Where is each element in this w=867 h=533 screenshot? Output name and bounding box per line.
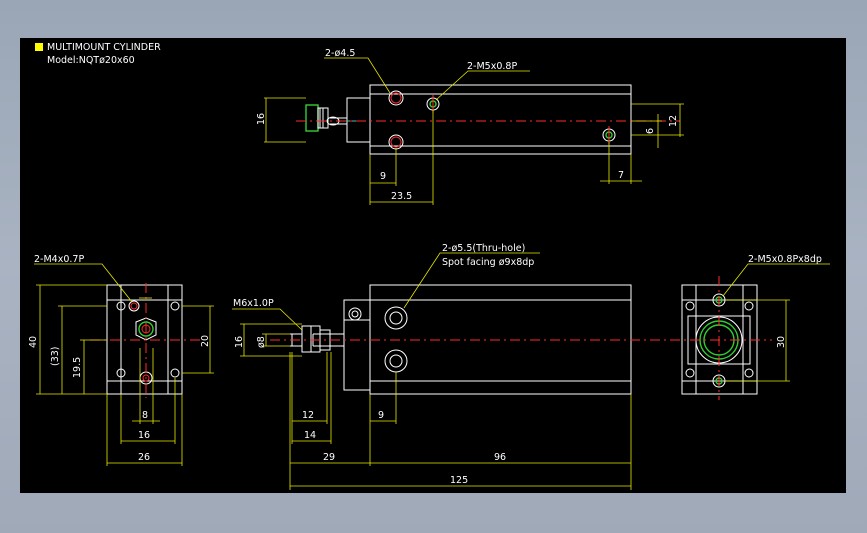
front-dim-14: 14: [304, 430, 316, 441]
top-hole-1: [388, 90, 404, 106]
title-line2: Model:NQTø20x60: [47, 55, 135, 66]
left-view-body: [106, 284, 183, 395]
top-dim-9: 9: [380, 171, 386, 182]
top-view: 2-ø4.5 2-M5x0.8P 16 12 6 7 9 23.5: [256, 48, 684, 205]
top-dim-16: 16: [256, 113, 267, 125]
title-line1: MULTIMOUNT CYLINDER: [47, 42, 161, 53]
front-dim-8: ø8: [256, 336, 267, 348]
front-view: 2-ø5.5(Thru-hole) Spot facing ø9x8dp M6x…: [232, 243, 670, 490]
left-dim-19-5: 19.5: [72, 357, 83, 378]
top-tap-callout: 2-M5x0.8P: [467, 61, 517, 72]
top-dim-6: 6: [645, 128, 656, 134]
left-dim-40: 40: [28, 336, 39, 348]
front-dim-125: 125: [450, 475, 468, 486]
front-dim-96: 96: [494, 452, 506, 463]
left-tap-1: [128, 300, 140, 312]
left-end-view: 2-M4x0.7P 40 (33) 19.5 20 8 16 26: [28, 254, 214, 466]
cad-drawing-svg: MULTIMOUNT CYLINDER Model:NQTø20x60 2-ø4…: [28, 42, 830, 490]
top-dim-7: 7: [618, 170, 624, 181]
top-view-rod-block: [346, 97, 371, 143]
cad-drawing-canvas: MULTIMOUNT CYLINDER Model:NQTø20x60 2-ø4…: [20, 38, 846, 493]
left-dim-20: 20: [200, 335, 211, 347]
front-dim-16: 16: [234, 336, 245, 348]
front-hole-1: [384, 306, 408, 330]
front-dim-12: 12: [302, 410, 314, 421]
top-dim-23-5: 23.5: [391, 191, 412, 202]
top-dim-12: 12: [668, 115, 679, 127]
top-hole-callout: 2-ø4.5: [325, 48, 355, 59]
left-dim-26: 26: [138, 452, 150, 463]
top-view-rod-end: [305, 104, 319, 132]
front-hole-callout-1: 2-ø5.5(Thru-hole): [442, 243, 525, 254]
front-hole-callout-2: Spot facing ø9x8dp: [442, 257, 534, 268]
right-tap-callout: 2-M5x0.8Px8dp: [748, 254, 822, 265]
left-dim-33: (33): [50, 346, 61, 366]
front-hole-2: [384, 349, 408, 373]
right-end-view: 2-M5x0.8Px8dp 30: [670, 254, 830, 400]
right-dim-30: 30: [776, 336, 787, 348]
front-thread-callout: M6x1.0P: [233, 298, 274, 309]
front-dim-29: 29: [323, 452, 335, 463]
title-marker: [35, 43, 43, 51]
top-view-body: [369, 84, 632, 155]
front-dim-9: 9: [378, 410, 384, 421]
left-dim-16: 16: [138, 430, 150, 441]
front-view-mount-block: [343, 299, 371, 391]
left-dim-8: 8: [142, 410, 148, 421]
left-tap-callout: 2-M4x0.7P: [34, 254, 84, 265]
